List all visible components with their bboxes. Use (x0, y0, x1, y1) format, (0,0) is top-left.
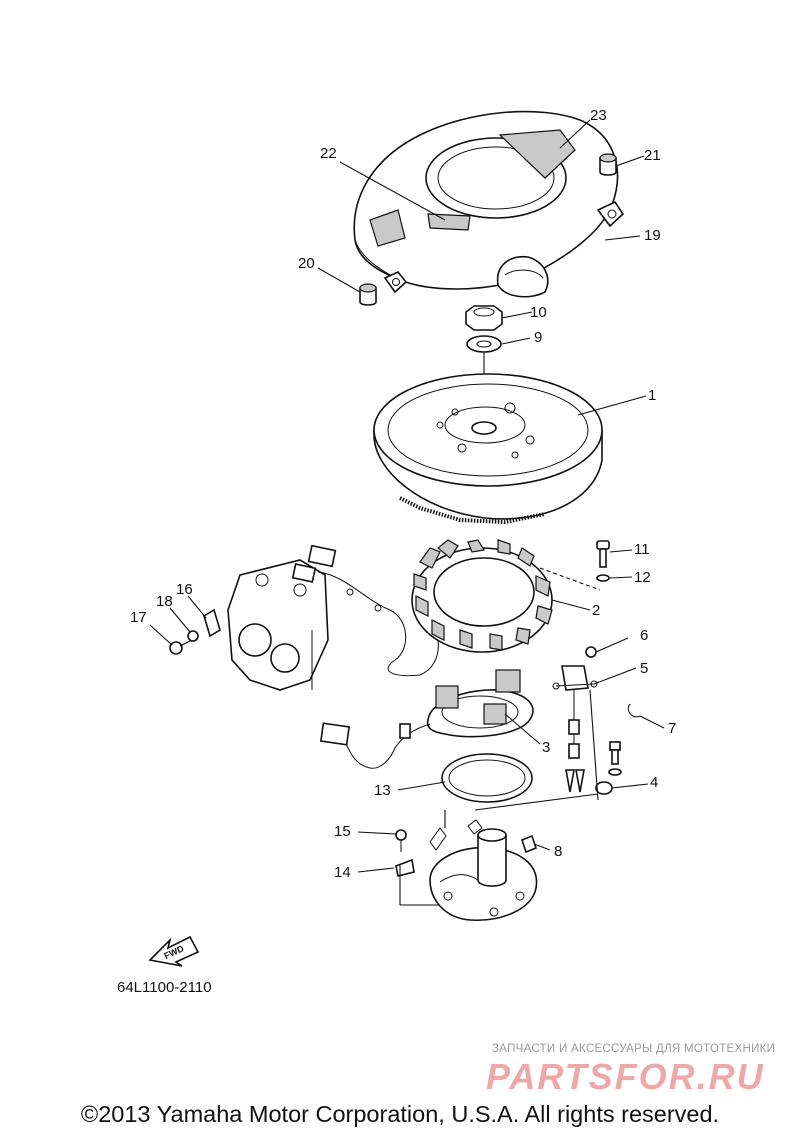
callout-16: 16 (176, 581, 193, 598)
base-plate (429, 828, 538, 921)
washer-18 (187, 630, 199, 642)
callout-5: 5 (640, 660, 648, 677)
pulser-coil (319, 669, 534, 769)
callout-18: 18 (156, 593, 173, 610)
watermark-logo-text: PARTSFOR.RU (486, 1057, 765, 1097)
key-8 (521, 834, 537, 854)
stator (411, 539, 553, 653)
watermark-subtitle: ЗАПЧАСТИ И АКСЕССУАРЫ ДЛЯ МОТОТЕХНИКИ (492, 1043, 776, 1055)
callout-2: 2 (592, 602, 600, 619)
callout-21: 21 (644, 147, 661, 164)
bolt-11 (596, 540, 610, 568)
callout-3: 3 (542, 739, 550, 756)
drawing-code: 64L1100-2110 (117, 979, 212, 996)
flywheel (373, 373, 603, 525)
retaining-ring (441, 753, 533, 803)
callout-1: 1 (648, 387, 656, 404)
grommet-20 (359, 283, 377, 306)
screw-15 (395, 829, 407, 852)
clip-7 (627, 703, 641, 718)
callout-23: 23 (590, 107, 607, 124)
clip-16 (203, 608, 221, 638)
callout-9: 9 (534, 329, 542, 346)
carburetor-bracket (227, 559, 329, 691)
callout-numbers: 23 22 21 19 20 10 9 1 11 12 2 6 5 7 3 4 … (130, 107, 676, 881)
callout-4: 4 (650, 774, 658, 791)
forward-direction-arrow: FWD (148, 935, 200, 967)
leader-lines (149, 119, 665, 873)
callout-11: 11 (634, 541, 650, 558)
callout-14: 14 (334, 864, 351, 881)
ignition-coil (552, 665, 598, 793)
callout-7: 7 (668, 720, 676, 737)
callout-22: 22 (320, 145, 337, 162)
screw-6 (585, 646, 597, 658)
washer-9 (466, 335, 502, 353)
copyright-notice: ©2013 Yamaha Motor Corporation, U.S.A. A… (80, 1101, 720, 1127)
callout-6: 6 (640, 627, 648, 644)
grommet-21 (599, 153, 617, 176)
callout-15: 15 (334, 823, 351, 840)
bolt-clamp-4 (595, 741, 622, 795)
wire-harness (291, 544, 439, 677)
callout-10: 10 (530, 304, 547, 321)
callout-19: 19 (644, 227, 661, 244)
callout-12: 12 (634, 569, 651, 586)
callout-20: 20 (298, 255, 315, 272)
flywheel-cover (353, 110, 625, 298)
nut-10 (465, 305, 503, 331)
callout-13: 13 (374, 782, 391, 799)
screw-17 (169, 639, 193, 655)
clamp-14 (395, 858, 415, 877)
watermark-logo: PARTSFOR.RU (486, 1057, 765, 1097)
callout-8: 8 (554, 843, 562, 860)
callout-17: 17 (130, 609, 147, 626)
washer-12 (596, 574, 610, 582)
